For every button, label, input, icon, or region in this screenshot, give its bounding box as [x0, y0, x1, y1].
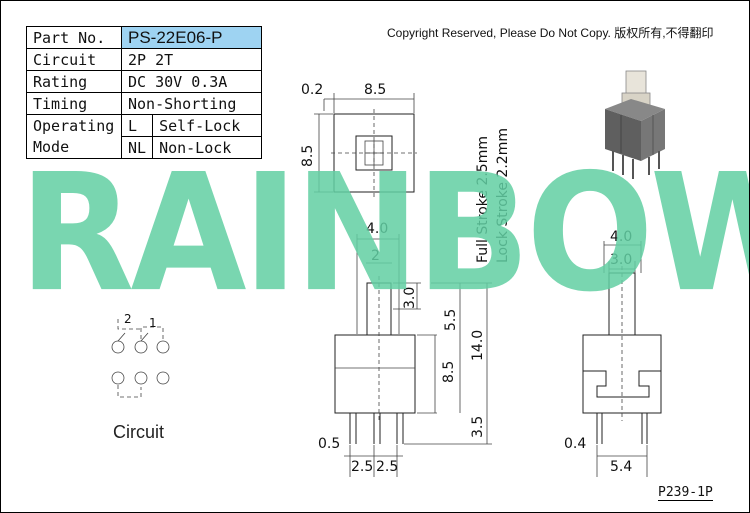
mode-nl-code: NL [120, 136, 154, 159]
dim-top-depth: 8.5 [300, 145, 316, 167]
dim-front-button-height: 5.5 [443, 309, 459, 331]
spec-row-rating: Rating DC 30V 0.3A [26, 70, 263, 93]
dim-front-pitch-left: 2.5 [351, 459, 373, 475]
circuit-pin [156, 371, 170, 385]
dim-side-width: 4.0 [610, 229, 632, 245]
circuit-pin [111, 340, 125, 354]
dim-top-width: 8.5 [364, 82, 386, 98]
top-view: 0.2 8.5 8.5 [300, 82, 417, 197]
circuit-schematic: 2 1 [111, 312, 170, 398]
operating-label: Operating [26, 114, 122, 137]
dim-front-pin-length: 3.5 [470, 416, 486, 438]
dim-top-offset: 0.2 [301, 82, 323, 98]
lock-stroke-note: Lock Stroke 2.2mm [495, 128, 511, 263]
timing-value: Non-Shorting [120, 92, 263, 115]
mode-l-code: L [120, 114, 154, 137]
switch-3d-image [605, 70, 665, 179]
dim-front-stroke: 3.0 [402, 287, 418, 309]
circuit-label: Circuit [26, 48, 122, 71]
circuit-caption: Circuit [113, 422, 165, 442]
circuit-pin [134, 340, 148, 354]
circuit-pin [134, 371, 148, 385]
dim-side-pin-width: 0.4 [564, 436, 586, 452]
mode-nl-value: Non-Lock [152, 136, 263, 159]
dim-side-button: 3.0 [610, 252, 632, 268]
dim-front-width: 4.0 [366, 221, 388, 237]
side-view: 4.0 3.0 0.4 5.4 [564, 229, 662, 477]
dim-front-pitch-right: 2.5 [376, 459, 398, 475]
dim-front-pin-width: 0.5 [318, 436, 340, 452]
circuit-pole-2: 2 [124, 312, 132, 326]
page-code: P239-1P [658, 485, 713, 501]
copyright-notice: Copyright Reserved, Please Do Not Copy. … [387, 26, 714, 40]
full-stroke-note: Full Stroke 2.5mm [475, 136, 491, 263]
mode-label: Mode [26, 136, 122, 159]
circuit-pin [156, 340, 170, 354]
dim-front-total-height: 14.0 [470, 330, 486, 361]
dim-front-body-height: 8.5 [441, 361, 457, 383]
circuit-pole-1: 1 [149, 316, 157, 330]
dim-side-pitch: 5.4 [610, 459, 632, 475]
spec-table: Part No. PS-22E06-P Circuit 2P 2T Rating… [26, 26, 263, 159]
front-view-body [334, 334, 416, 414]
part-no-label: Part No. [26, 26, 122, 49]
circuit-pin [111, 371, 125, 385]
front-view: 4.0 2 3.0 5.5 14.0 8.5 3.5 0.5 2.5 2.5 F… [318, 128, 511, 477]
rating-value: DC 30V 0.3A [120, 70, 263, 93]
spec-row-mode-lock: Operating L Self-Lock [26, 114, 263, 137]
spec-row-part-no: Part No. PS-22E06-P [26, 26, 263, 49]
dim-front-button: 2 [371, 248, 380, 264]
part-no-value: PS-22E06-P [120, 26, 263, 49]
spec-row-mode-nonlock: Mode NL Non-Lock [26, 136, 263, 159]
side-view-latch [583, 370, 661, 398]
